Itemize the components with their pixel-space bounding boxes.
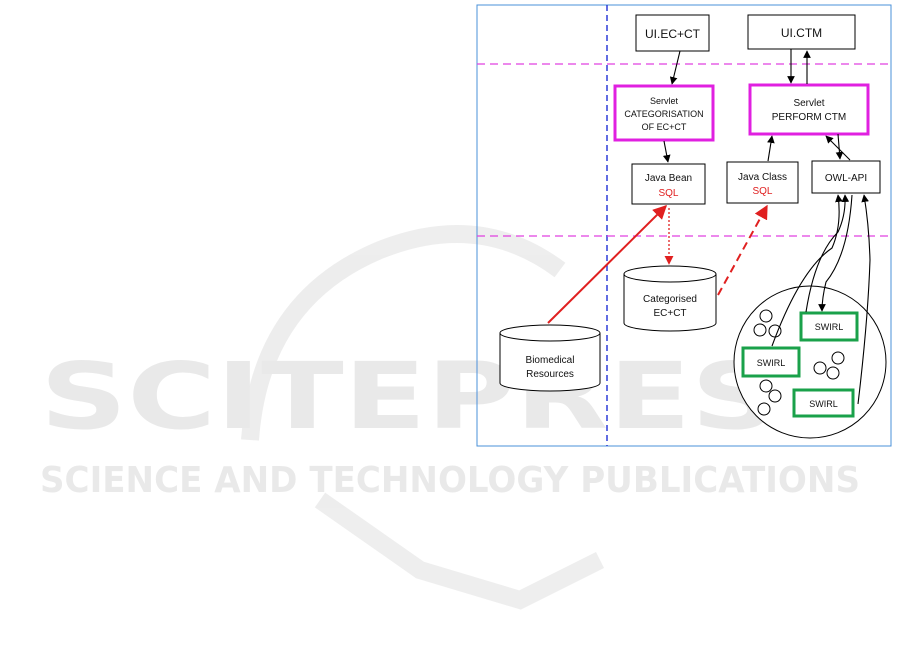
biomedical-line2: Resources [526, 369, 574, 380]
ui-ec-ct-box: UI.EC+CT [636, 15, 709, 51]
java-bean-sql: SQL [658, 188, 678, 199]
ontology-node [827, 367, 839, 379]
servlet-cat-line2: CATEGORISATION [624, 109, 703, 119]
ui-ctm-box: UI.CTM [748, 15, 855, 49]
servlet-perform-ctm-box: Servlet PERFORM CTM [750, 85, 868, 134]
servlet-ctm-line2: PERFORM CTM [772, 112, 846, 123]
arrow-servlet-to-owl [838, 134, 840, 159]
java-bean-label: Java Bean [645, 173, 692, 184]
arrow-class-to-servlet [768, 136, 772, 161]
ontology-node [814, 362, 826, 374]
ui-ec-ct-label: UI.EC+CT [645, 27, 701, 41]
java-class-label: Java Class [738, 172, 787, 183]
swirl-box: SWIRL [794, 390, 853, 416]
biomedical-line1: Biomedical [526, 355, 575, 366]
owl-api-box: OWL-API [812, 161, 880, 193]
servlet-cat-line1: Servlet [650, 96, 679, 106]
ontology-node [758, 403, 770, 415]
arrow-categorised-to-class [718, 206, 767, 295]
categorised-line1: Categorised [643, 294, 697, 305]
ontology-node [832, 352, 844, 364]
servlet-cat-line3: OF EC+CT [642, 122, 687, 132]
swirl-box: SWIRL [801, 313, 857, 340]
swirl-label: SWIRL [815, 322, 844, 332]
swirl-box: SWIRL [743, 348, 799, 376]
ontology-node [754, 324, 766, 336]
swirl-label: SWIRL [757, 358, 786, 368]
swirl-label: SWIRL [809, 399, 838, 409]
java-class-sql: SQL [752, 186, 772, 197]
java-class-box: Java Class SQL [727, 162, 798, 203]
ui-ctm-label: UI.CTM [781, 26, 822, 40]
ontology-node [760, 380, 772, 392]
owl-api-label: OWL-API [825, 173, 867, 184]
watermark-subtitle: SCIENCE AND TECHNOLOGY PUBLICATIONS [40, 460, 860, 501]
ontology-node [760, 310, 772, 322]
biomedical-resources-cylinder: Biomedical Resources [500, 325, 600, 391]
arrow-ui-to-servlet-cat [672, 51, 680, 84]
categorised-line2: EC+CT [653, 308, 686, 319]
servlet-categorisation-box: Servlet CATEGORISATION OF EC+CT [615, 86, 713, 140]
servlet-ctm-line1: Servlet [793, 98, 824, 109]
java-bean-box: Java Bean SQL [632, 164, 705, 204]
arrow-servlet-cat-to-bean [664, 141, 668, 162]
ontology-node [769, 390, 781, 402]
watermark: SCITEPRESS SCIENCE AND TECHNOLOGY PUBLIC… [40, 234, 860, 600]
categorised-database-cylinder: Categorised EC+CT [624, 266, 716, 331]
